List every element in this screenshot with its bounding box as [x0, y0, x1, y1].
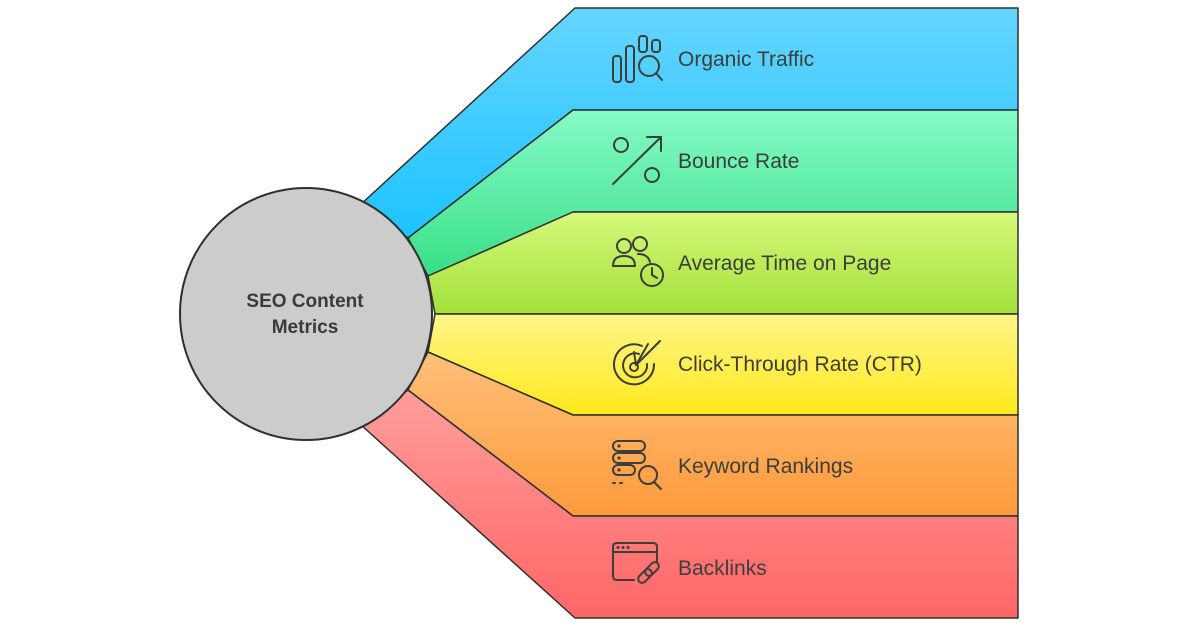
center-title-line2: Metrics [272, 317, 339, 338]
database-search-icon [612, 440, 662, 490]
metric-label-average-time-on-page: Average Time on Page [678, 252, 891, 275]
browser-link-icon [612, 542, 660, 584]
center-node: SEO Content Metrics [179, 187, 433, 441]
target-arrow-icon [613, 340, 661, 386]
metric-label-organic-traffic: Organic Traffic [678, 48, 814, 71]
percent-icon [612, 136, 662, 185]
users-clock-icon [612, 236, 664, 287]
metric-label-bounce-rate: Bounce Rate [678, 150, 799, 173]
metric-label-ctr: Click-Through Rate (CTR) [678, 353, 922, 376]
metric-label-keyword-rankings: Keyword Rankings [678, 455, 853, 478]
traffic-analysis-icon [612, 35, 663, 83]
metric-label-backlinks: Backlinks [678, 557, 767, 580]
metric-band-average-time-on-page [427, 211, 1019, 315]
center-title-line1: SEO Content [246, 291, 364, 312]
